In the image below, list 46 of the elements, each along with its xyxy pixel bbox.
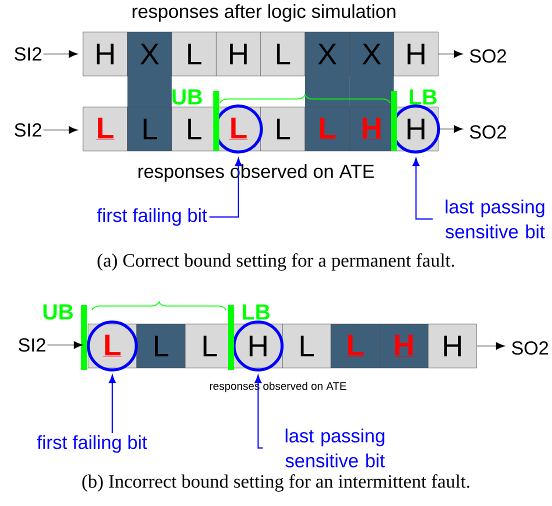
cell: L xyxy=(260,32,306,76)
cell: L xyxy=(127,76,172,152)
callout-text: last passing sensitive bit xyxy=(446,200,545,238)
leader-line xyxy=(209,158,242,218)
bound-label: UB xyxy=(44,304,73,320)
arrow xyxy=(438,50,463,58)
bound-label: LB xyxy=(410,89,437,105)
cell: L xyxy=(282,324,332,368)
arrow xyxy=(476,342,505,350)
port-label: SO2 xyxy=(512,341,548,355)
caption-text: (b) Incorrect bound setting for an intermittent fault. xyxy=(82,474,470,492)
cell: X xyxy=(349,32,394,76)
bound-label: LB xyxy=(242,304,270,320)
heading-text: responses after logic simulation xyxy=(132,4,396,22)
leader-line xyxy=(412,158,433,220)
cell: H xyxy=(82,32,128,76)
port-label: SI2 xyxy=(14,47,42,61)
callout-text: first failing bit xyxy=(97,208,208,226)
cell: L xyxy=(172,32,216,76)
bound-label: UB xyxy=(172,89,202,105)
cell: H xyxy=(349,76,394,152)
cell: X xyxy=(304,32,350,76)
callout-text: first failing bit xyxy=(37,435,148,453)
caption-text: (a) Correct bound setting for a permanent fault. xyxy=(98,253,454,271)
cell: X xyxy=(127,32,172,76)
arrow xyxy=(438,125,463,133)
cell: H xyxy=(216,32,261,76)
arrow xyxy=(47,341,83,349)
arrow xyxy=(43,50,78,58)
port-label: SO2 xyxy=(470,49,506,63)
cell: H xyxy=(394,32,438,76)
cell: L xyxy=(260,106,306,152)
cell: H xyxy=(379,324,428,368)
leader-line xyxy=(108,374,116,433)
cell: L xyxy=(330,324,380,368)
cell: H xyxy=(428,324,477,368)
arrow xyxy=(43,126,78,134)
port-label: SO2 xyxy=(470,125,506,139)
callout-text: last passing sensitive bit xyxy=(286,428,385,468)
port-label: SI2 xyxy=(18,338,46,352)
cell: L xyxy=(172,106,216,152)
cell: L xyxy=(82,106,128,152)
leader-line xyxy=(254,374,263,449)
port-label: SI2 xyxy=(14,123,42,137)
cell: L xyxy=(136,324,186,368)
cell: L xyxy=(304,76,350,152)
